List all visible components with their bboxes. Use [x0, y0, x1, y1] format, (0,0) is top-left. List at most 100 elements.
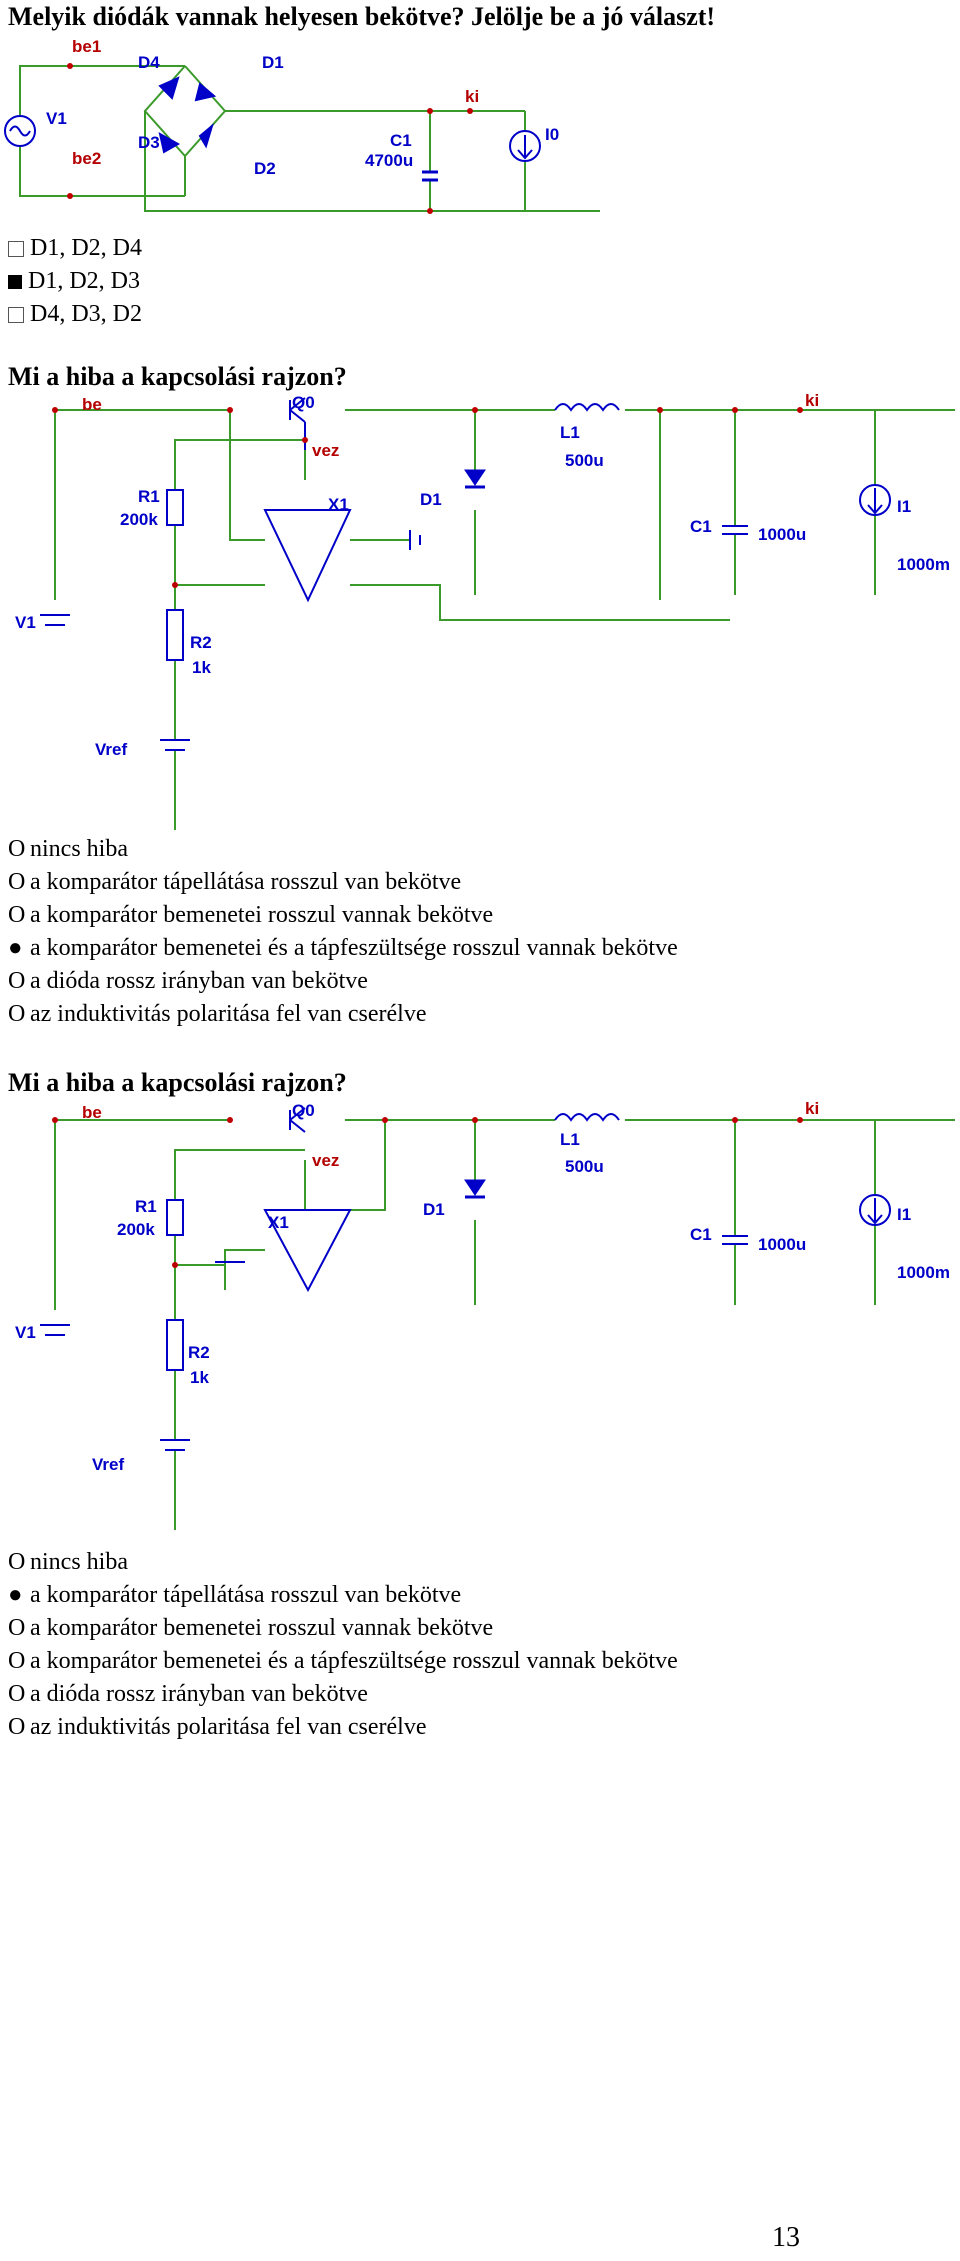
label-d2: D2 — [254, 159, 276, 178]
label-vez: vez — [312, 1151, 339, 1170]
radio-mark[interactable]: O — [8, 1549, 26, 1575]
radio-mark[interactable]: ● — [8, 935, 23, 961]
radio-mark[interactable]: O — [8, 1648, 26, 1674]
label-v1: V1 — [46, 109, 67, 128]
label-be: be — [82, 395, 102, 414]
label-q0: Q0 — [292, 393, 315, 412]
label-r1-value: 200k — [120, 510, 158, 529]
label-vref: Vref — [92, 1455, 124, 1474]
option-3-text: a komparátor bemenetei rosszul vannak be… — [30, 902, 494, 928]
label-ki: ki — [805, 1100, 819, 1118]
option-2[interactable]: ● a komparátor tápellátása rosszul van be… — [8, 1579, 461, 1611]
label-l1-value: 500u — [565, 451, 604, 470]
label-d1: D1 — [262, 53, 284, 72]
radio-mark[interactable]: O — [8, 869, 26, 895]
label-ki: ki — [465, 87, 479, 106]
label-l1-value: 500u — [565, 1157, 604, 1176]
checkbox-checked[interactable] — [8, 275, 22, 290]
label-c1: C1 — [690, 1225, 712, 1244]
radio-mark[interactable]: O — [8, 1001, 26, 1027]
label-l1: L1 — [560, 423, 580, 442]
label-r2-value: 1k — [192, 658, 211, 677]
label-c1: C1 — [690, 517, 712, 536]
option-4-text: a komparátor bemenetei és a tápfeszültsé… — [30, 1648, 678, 1674]
regulator-diagram-1: be Q0 vez L1 500u ki R1 200k X1 D1 C1 10… — [15, 391, 955, 830]
label-x1: X1 — [328, 495, 349, 514]
label-i1: I1 — [897, 1205, 911, 1224]
option-1-text: D1, D2, D4 — [30, 235, 142, 261]
option-1[interactable]: D1, D2, D4 — [8, 232, 142, 264]
label-d1: D1 — [420, 490, 442, 509]
label-d4: D4 — [138, 53, 160, 72]
label-l1: L1 — [560, 1130, 580, 1149]
radio-mark[interactable]: O — [8, 1681, 26, 1707]
radio-mark[interactable]: O — [8, 902, 26, 928]
option-1-text: nincs hiba — [30, 1549, 128, 1575]
radio-mark[interactable]: O — [8, 836, 26, 862]
label-r2: R2 — [190, 633, 212, 652]
label-r1-value: 200k — [117, 1220, 155, 1239]
option-3[interactable]: D4, D3, D2 — [8, 298, 142, 330]
label-r1: R1 — [138, 487, 160, 506]
label-be2: be2 — [72, 149, 101, 168]
ac-source-icon — [4, 115, 36, 147]
label-c1-value: 4700u — [365, 151, 413, 170]
option-1-text: nincs hiba — [30, 836, 128, 862]
option-3-text: a komparátor bemenetei rosszul vannak be… — [30, 1615, 494, 1641]
label-r2: R2 — [188, 1343, 210, 1362]
label-c1-value: 1000u — [758, 525, 806, 544]
question-1-title: Melyik diódák vannak helyesen bekötve? J… — [8, 2, 716, 31]
option-5-text: a dióda rossz irányban van bekötve — [30, 1681, 368, 1707]
label-v1: V1 — [15, 613, 36, 632]
label-c1-value: 1000u — [758, 1235, 806, 1254]
label-q0: Q0 — [292, 1101, 315, 1120]
radio-mark[interactable]: O — [8, 1714, 26, 1740]
label-v1: V1 — [15, 1323, 36, 1342]
option-6-text: az induktivitás polaritása fel van cseré… — [30, 1714, 427, 1740]
label-i1-value: 1000m — [897, 1263, 950, 1282]
option-5-text: a dióda rossz irányban van bekötve — [30, 968, 368, 994]
bridge-rectifier-diagram: be1 be2 V1 D4 D1 D3 D2 ki C1 4700u I0 — [4, 37, 600, 214]
option-2[interactable]: D1, D2, D3 — [8, 265, 140, 297]
option-4[interactable]: ● a komparátor bemenetei és a tápfeszülts… — [8, 932, 678, 964]
label-i1-value: 1000m — [897, 555, 950, 574]
question-3-title: Mi a hiba a kapcsolási rajzon? — [8, 1068, 347, 1097]
label-ki: ki — [805, 391, 819, 410]
label-x1: X1 — [268, 1213, 289, 1232]
option-3-text: D4, D3, D2 — [30, 301, 142, 327]
label-d1: D1 — [423, 1200, 445, 1219]
label-i1: I1 — [897, 497, 911, 516]
label-vez: vez — [312, 441, 339, 460]
label-r1: R1 — [135, 1197, 157, 1216]
label-be: be — [82, 1103, 102, 1122]
page-number: 13 — [772, 2222, 800, 2253]
checkbox[interactable] — [8, 241, 24, 258]
radio-mark[interactable]: O — [8, 968, 26, 994]
option-6-text: az induktivitás polaritása fel van cseré… — [30, 1001, 427, 1027]
regulator-diagram-2: be Q0 vez L1 500u ki R1 200k X1 D1 C1 10… — [15, 1100, 955, 1530]
option-2-text: a komparátor tápellátása rosszul van bek… — [30, 1582, 462, 1608]
question-2-title: Mi a hiba a kapcsolási rajzon? — [8, 362, 347, 391]
label-i0: I0 — [545, 125, 559, 144]
option-4-text: a komparátor bemenetei és a tápfeszültsé… — [30, 935, 678, 961]
radio-mark[interactable]: ● — [8, 1582, 23, 1608]
option-2-text: D1, D2, D3 — [28, 268, 140, 294]
radio-mark[interactable]: O — [8, 1615, 26, 1641]
label-be1: be1 — [72, 37, 101, 56]
label-vref: Vref — [95, 740, 127, 759]
label-r2-value: 1k — [190, 1368, 209, 1387]
label-c1: C1 — [390, 131, 412, 150]
current-source-icon — [509, 130, 541, 162]
option-2-text: a komparátor tápellátása rosszul van bek… — [30, 869, 462, 895]
checkbox[interactable] — [8, 307, 24, 324]
